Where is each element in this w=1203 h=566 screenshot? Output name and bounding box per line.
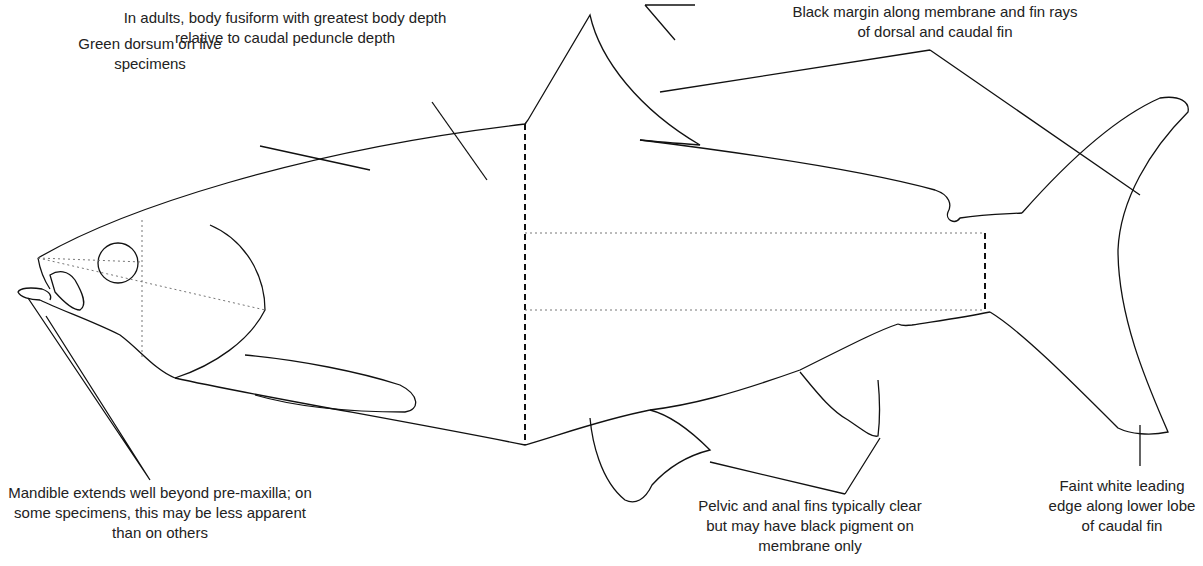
fin-margin-note: Black margin along membrane and fin rays… — [790, 2, 1080, 42]
pelvic-anal-note: Pelvic and anal fins typically clear but… — [690, 496, 930, 556]
dorsum-color-note: Green dorsum on live specimens — [55, 34, 245, 74]
caudal-edge-note: Faint white leading edge along lower lob… — [1046, 476, 1198, 536]
mandible-note: Mandible extends well beyond pre-maxilla… — [5, 483, 315, 543]
